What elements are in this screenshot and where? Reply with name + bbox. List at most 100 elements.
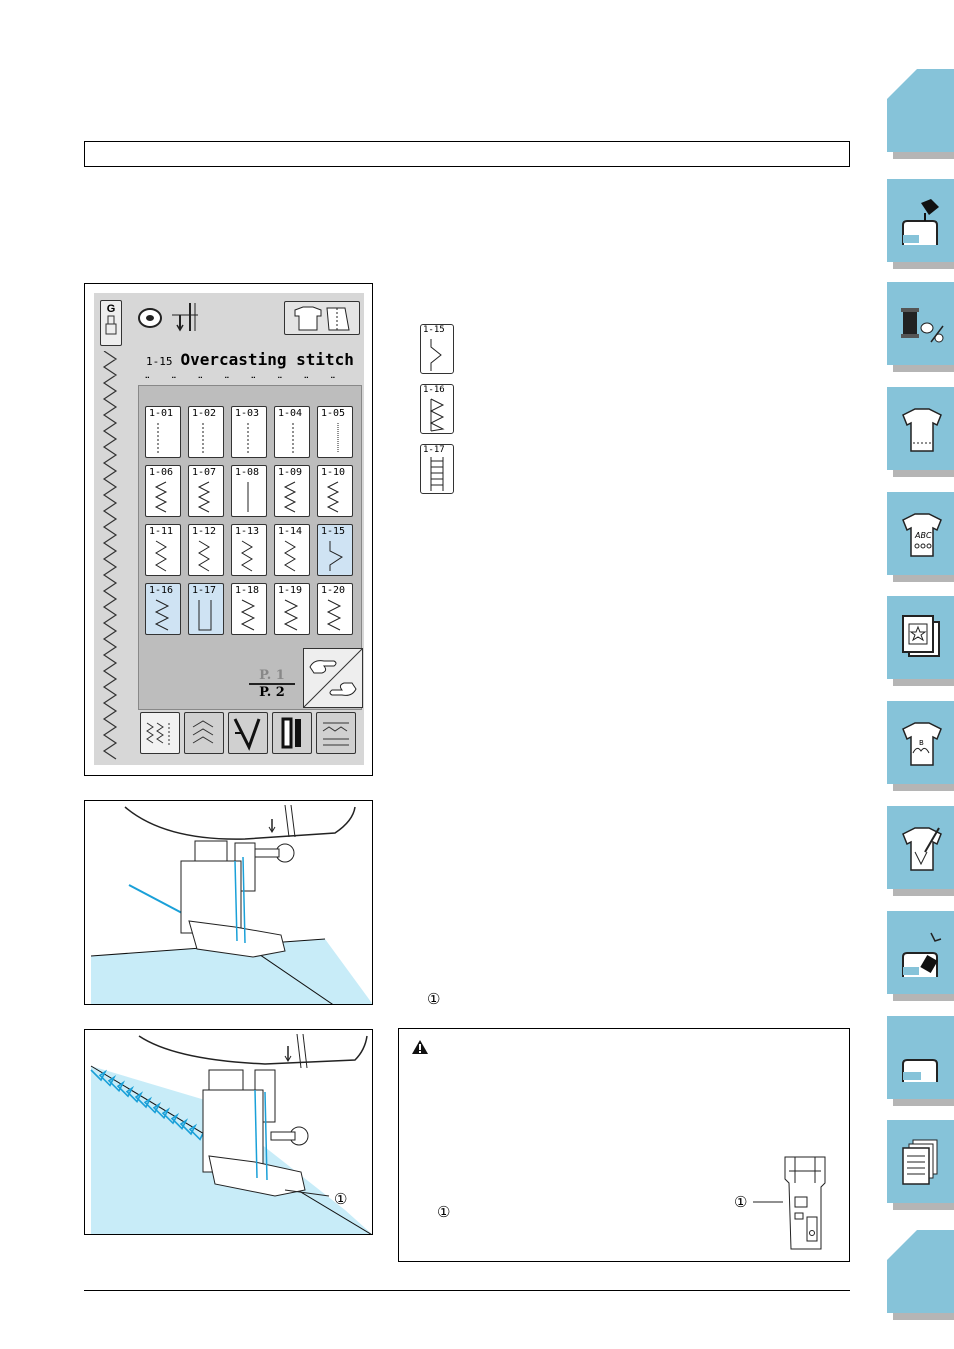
tab-multi-direction[interactable] [316, 712, 356, 754]
multi-direction-icon [322, 722, 349, 746]
stitch-key[interactable]: 1-01 [145, 406, 181, 458]
stitch-key[interactable]: 1-15 [317, 524, 353, 576]
stitch-pattern-icon [247, 423, 249, 453]
overcast-result-figure: ① [84, 1029, 373, 1235]
side-tab-embroidery[interactable] [887, 596, 954, 679]
stitch-pattern-icon [326, 481, 340, 513]
page-turn-button[interactable] [303, 648, 363, 708]
stitch-key[interactable]: 1-19 [274, 583, 310, 635]
stitch-icon-1-17: 1-17 [420, 444, 454, 494]
stitch-pattern-icon [284, 540, 296, 572]
stitch-icon-code: 1-15 [423, 325, 445, 335]
svg-text:ABC: ABC [914, 531, 932, 540]
stitch-key-label: 1-09 [278, 467, 303, 478]
shirt-embroidery-icon: B [902, 722, 942, 766]
stitch-icon-code: 1-16 [423, 385, 445, 395]
stitch-key-label: 1-13 [235, 526, 260, 537]
stitch-key-label: 1-08 [235, 467, 260, 478]
side-tab-maintenance[interactable] [887, 911, 954, 994]
stitch-pattern-icon [283, 481, 297, 513]
stitch-key[interactable]: 1-07 [188, 465, 224, 517]
stitch-pattern-icon [197, 481, 211, 513]
section-heading-box [84, 141, 850, 167]
overcasting-zigzag-icon [429, 398, 445, 432]
stitch-key[interactable]: 1-10 [317, 465, 353, 517]
stitch-key[interactable]: 1-09 [274, 465, 310, 517]
presser-foot-icon [105, 315, 117, 335]
bobbin-needle-icon [138, 303, 198, 332]
side-tab-machine-setup[interactable] [887, 179, 954, 262]
stitch-key-label: 1-19 [278, 585, 303, 596]
stitch-key-label: 1-10 [321, 467, 346, 478]
stitch-pattern-icon [241, 540, 253, 572]
selected-stitch-number: 1-15 [146, 355, 173, 368]
presser-foot-indicator[interactable]: G [100, 300, 122, 346]
stitch-key[interactable]: 1-08 [231, 465, 267, 517]
tab-buttonhole[interactable] [272, 712, 312, 754]
side-tab-index-marker[interactable] [887, 1230, 954, 1313]
stitch-key[interactable]: 1-17 [188, 583, 224, 635]
stitch-pattern-icon [157, 423, 159, 453]
stitch-key[interactable]: 1-16 [145, 583, 181, 635]
side-tab-utility-sewing[interactable] [887, 387, 954, 470]
garment-view-button[interactable] [284, 301, 360, 335]
stitch-key[interactable]: 1-06 [145, 465, 181, 517]
thread-spool-scissors-icon [901, 308, 944, 343]
page-indicator: P. 1 P. 2 [249, 668, 295, 700]
shirt-stitch-icon [902, 408, 942, 452]
stitch-pattern-icon [326, 599, 342, 631]
stitch-key[interactable]: 1-03 [231, 406, 267, 458]
stitch-key[interactable]: 1-13 [231, 524, 267, 576]
stitch-key-label: 1-06 [149, 467, 174, 478]
stitch-key[interactable]: 1-11 [145, 524, 181, 576]
stitch-pattern-icon [155, 540, 167, 572]
stitch-key[interactable]: 1-20 [317, 583, 353, 635]
stitch-key-label: 1-05 [321, 408, 346, 419]
overcasting-stitch-icon [430, 339, 442, 371]
needle-position-mark: ¨ [171, 375, 178, 387]
side-tab-chapter-marker[interactable] [887, 69, 954, 152]
stitch-pattern-icon [154, 481, 168, 513]
tab-satin-stitches[interactable] [228, 712, 268, 754]
foot-callout-marker: ① [734, 1194, 748, 1211]
side-tab-threads[interactable] [887, 282, 954, 365]
selected-stitch-name: Overcasting stitch [180, 350, 354, 369]
documents-icon [902, 1139, 938, 1185]
stitch-key[interactable]: 1-05 [317, 406, 353, 458]
needle-position-mark: ¨ [144, 375, 151, 387]
stitch-key[interactable]: 1-18 [231, 583, 267, 635]
side-tab-machine[interactable] [887, 1016, 954, 1099]
side-tab-character-sewing[interactable]: ABC [887, 492, 954, 575]
caution-box: ① ① [398, 1028, 850, 1262]
side-tab-embroidery-edit[interactable]: B [887, 701, 954, 784]
warning-triangle-icon [412, 1040, 428, 1054]
side-tab-my-custom[interactable] [887, 806, 954, 889]
stitch-key-label: 1-17 [192, 585, 217, 596]
stitch-key-label: 1-18 [235, 585, 260, 596]
stitch-pattern-icon [283, 599, 299, 631]
side-tab-appendix[interactable] [887, 1120, 954, 1203]
stitch-key-label: 1-04 [278, 408, 303, 419]
presser-foot-illustration [90, 804, 372, 1004]
stitch-icon-1-16: 1-16 [420, 384, 454, 434]
stitch-key[interactable]: 1-14 [274, 524, 310, 576]
stitch-key[interactable]: 1-04 [274, 406, 310, 458]
selected-stitch-title: 1-15 Overcasting stitch [146, 350, 354, 369]
stitch-pattern-icon [198, 600, 212, 631]
stitch-key[interactable]: 1-02 [188, 406, 224, 458]
stitch-key-label: 1-07 [192, 467, 217, 478]
tab-utility-stitches[interactable] [140, 712, 180, 754]
satin-stitch-icon [233, 718, 261, 751]
stitch-pattern-icon [198, 540, 210, 572]
sewing-fabric-figure [84, 800, 373, 1005]
footer-rule [84, 1290, 850, 1291]
tab-decorative-stitches[interactable] [184, 712, 224, 754]
utility-stitch-icon [146, 722, 170, 745]
page-total: P. 2 [259, 685, 285, 700]
stitch-key[interactable]: 1-12 [188, 524, 224, 576]
callout-marker: ① [427, 991, 441, 1008]
presser-foot-g-icon [784, 1156, 826, 1250]
needle-position-mark: ¨ [277, 375, 284, 387]
needle-position-mark: ¨ [250, 375, 257, 387]
